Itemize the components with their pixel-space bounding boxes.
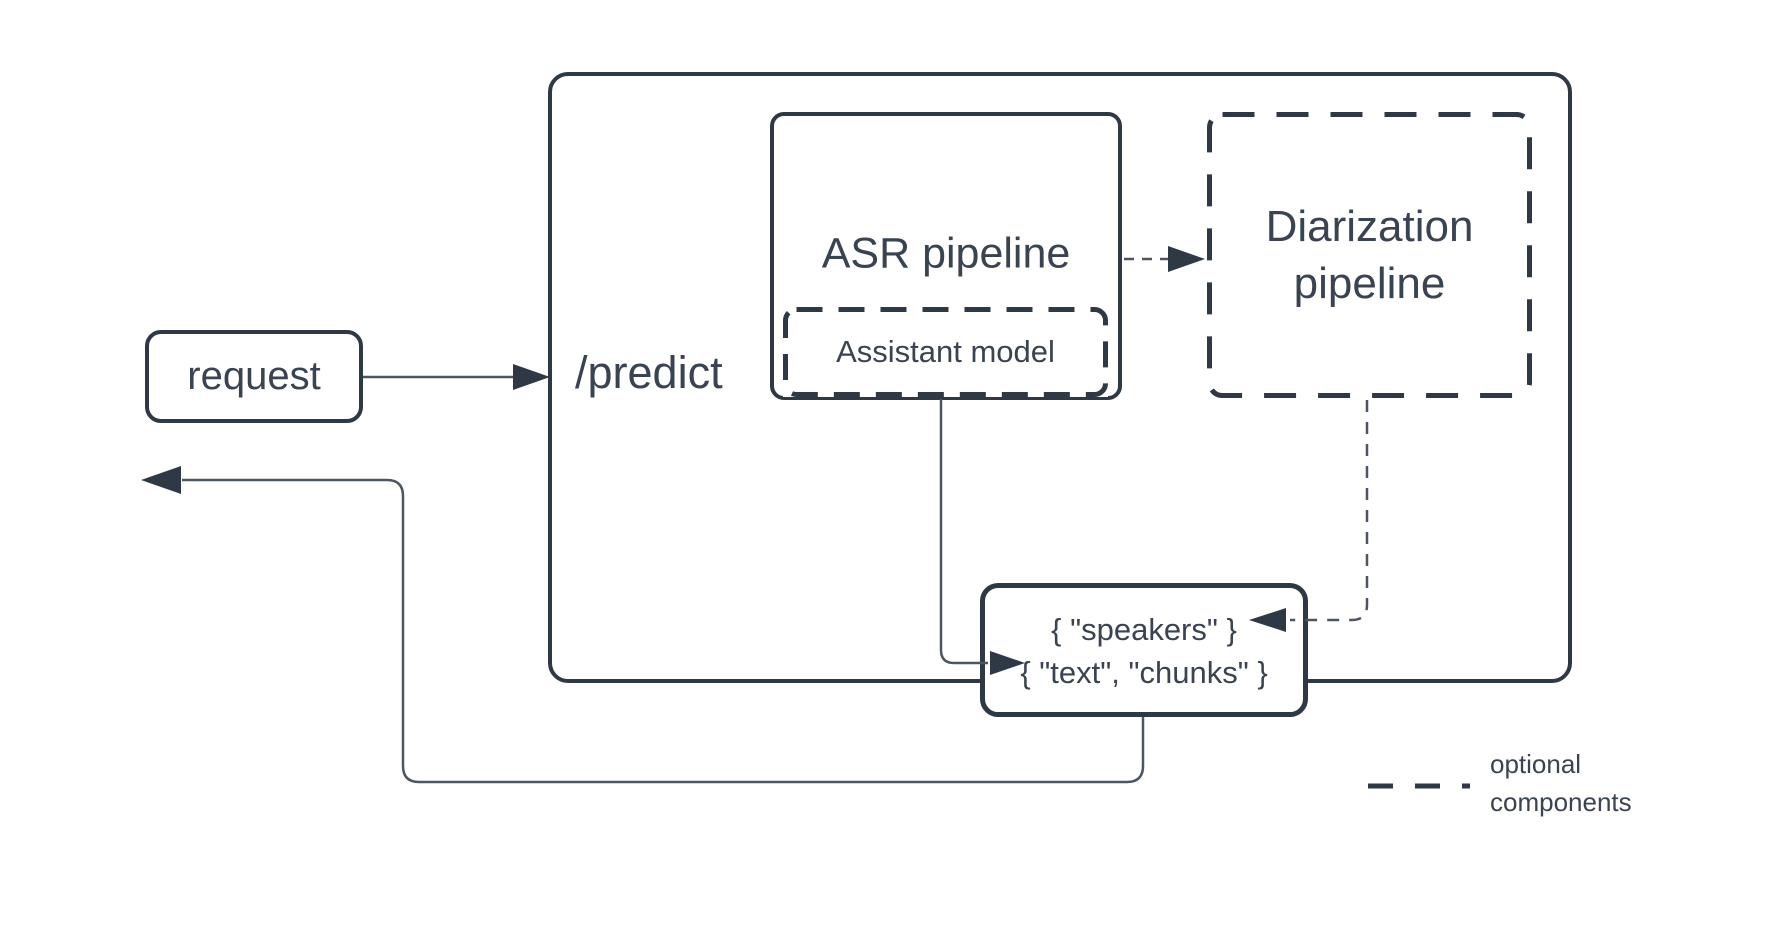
legend-label-line2: components bbox=[1490, 787, 1632, 817]
arrowhead-left-icon bbox=[141, 466, 181, 494]
diarization-pipeline-node: Diarization pipeline bbox=[1207, 112, 1532, 398]
diarization-label-line1: Diarization bbox=[1265, 202, 1474, 251]
assistant-model-label: Assistant model bbox=[836, 334, 1055, 369]
output-node: { "speakers" } { "text", "chunks" } bbox=[980, 583, 1308, 717]
legend: optional components bbox=[1490, 745, 1632, 821]
diarization-label-line2: pipeline bbox=[1293, 259, 1446, 308]
diarization-dashed-border bbox=[1207, 112, 1532, 398]
assistant-dashed-border bbox=[783, 307, 1108, 397]
request-label: request bbox=[187, 354, 321, 398]
assistant-model-node: Assistant model bbox=[783, 307, 1108, 397]
asr-pipeline-label: ASR pipeline bbox=[821, 229, 1071, 278]
legend-label-line1: optional bbox=[1490, 749, 1582, 779]
output-text-chunks-label: { "text", "chunks" } bbox=[1020, 655, 1268, 690]
connector-request-to-predict bbox=[363, 364, 550, 390]
arrowhead-right-icon bbox=[513, 364, 550, 390]
output-speakers-label: { "speakers" } bbox=[1051, 612, 1237, 647]
predict-label: /predict bbox=[575, 347, 723, 398]
request-node: request bbox=[145, 330, 363, 423]
